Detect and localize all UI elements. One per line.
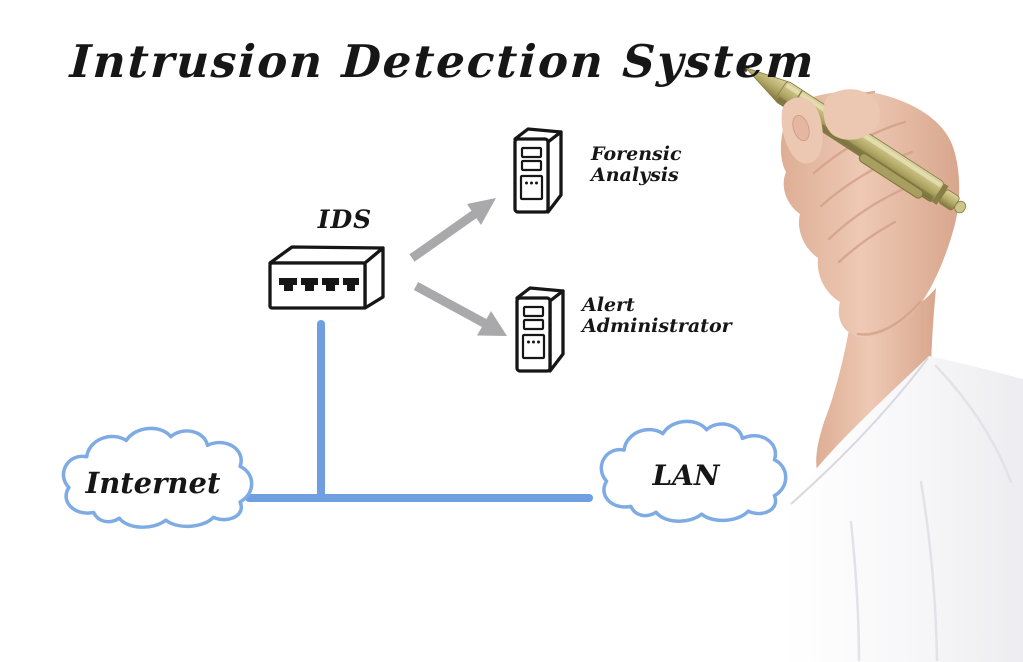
pen-clip <box>858 153 924 199</box>
forensic-label-line1: Forensic <box>591 143 682 165</box>
network-backbone-lines <box>245 320 593 502</box>
fist <box>780 91 960 338</box>
page-title: Intrusion Detection System <box>68 35 818 88</box>
alert-server-icon <box>515 286 565 373</box>
thumbnail <box>792 114 810 142</box>
forensic-analysis-label: Forensic Analysis <box>591 144 682 185</box>
index-fingertip <box>823 89 880 140</box>
alert-administrator-label: Alert Administrator <box>582 295 732 336</box>
forensic-label-line2: Analysis <box>591 163 679 186</box>
pen-push-button <box>954 200 967 214</box>
arrow-to-forensic-icon <box>409 198 496 262</box>
alert-label-line1: Alert <box>582 294 635 316</box>
arrow-to-alert-icon <box>413 282 507 336</box>
shirt-sleeve <box>783 356 1023 662</box>
internet-node-label: Internet <box>85 466 221 500</box>
forensic-server-icon <box>513 127 563 214</box>
ids-network-appliance-icon <box>268 245 385 310</box>
thumb <box>781 97 823 164</box>
ethernet-ports <box>279 278 359 291</box>
ids-node-label: IDS <box>317 205 373 234</box>
lan-node-label: LAN <box>652 459 720 492</box>
hand-holding-pen <box>739 62 1023 662</box>
alert-label-line2: Administrator <box>582 314 732 337</box>
